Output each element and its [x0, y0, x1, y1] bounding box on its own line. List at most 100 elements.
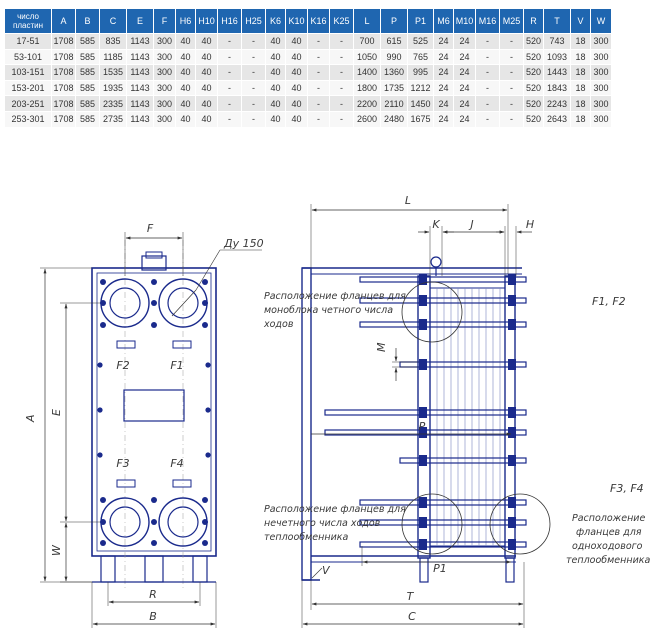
table-cell: -	[329, 33, 354, 50]
table-cell: -	[241, 110, 266, 128]
table-cell: 1143	[126, 33, 154, 50]
note-odd-line-3: теплообменника	[264, 532, 348, 543]
table-cell: 1535	[99, 64, 127, 81]
table-cell: 1708	[51, 64, 76, 81]
table-cell: 585	[75, 95, 100, 112]
col-header-b: B	[75, 8, 100, 34]
table-cell: 40	[195, 48, 218, 66]
table-cell: 2735	[99, 110, 127, 128]
table-cell: 1708	[51, 33, 76, 50]
note-odd-line-2: нечетного числа ходов	[264, 518, 381, 529]
note-single: Расположение фланцев для одноходового те…	[566, 513, 650, 566]
note-single-line-4: теплообменника	[566, 555, 650, 566]
front-view: F Ду 150 A E W R B F2 F1 F3 F4	[24, 222, 264, 628]
dim-k-label: K	[432, 218, 440, 231]
dim-a-label: A	[24, 414, 37, 423]
dim-du-label: Ду 150	[223, 237, 264, 250]
col-header-v: V	[570, 8, 591, 34]
table-cell: 1143	[126, 79, 154, 97]
note-single-line-1: Расположение	[572, 513, 645, 524]
note-even-line-3: ходов	[263, 319, 294, 330]
table-cell: 1843	[543, 79, 571, 97]
table-cell: 300	[153, 48, 176, 66]
table-cell: 40	[175, 95, 196, 112]
col-header-plates: число пластин	[4, 8, 52, 34]
table-cell: -	[241, 33, 266, 50]
col-header-m10: M10	[453, 8, 476, 34]
table-cell: -	[499, 110, 524, 128]
dim-p-label: P	[419, 420, 426, 433]
table-cell: 1400	[353, 64, 381, 81]
dim-h-label: H	[526, 218, 534, 231]
table-cell: 40	[285, 64, 308, 81]
dim-r-label: R	[149, 588, 157, 601]
label-f1: F1	[170, 359, 183, 372]
col-header-p1: P1	[407, 8, 434, 34]
table-cell: 2335	[99, 95, 127, 112]
table-cell: 103-151	[4, 64, 52, 81]
table-cell: 300	[590, 33, 612, 50]
front-frame-inner	[96, 272, 212, 552]
col-header-l: L	[353, 8, 381, 34]
col-header-m25: M25	[499, 8, 524, 34]
label-f1-f2: F1, F2	[592, 295, 626, 308]
table-cell: 585	[75, 48, 100, 66]
col-header-c: C	[99, 8, 127, 34]
table-cell: 743	[543, 33, 571, 50]
table-cell: 1143	[126, 110, 154, 128]
table-cell: 40	[265, 64, 286, 81]
table-cell: 40	[195, 33, 218, 50]
dim-t-label: T	[407, 590, 415, 603]
table-cell: 585	[75, 33, 100, 50]
table-cell: 525	[407, 33, 434, 50]
table-cell: 40	[265, 79, 286, 97]
col-header-w: W	[590, 8, 612, 34]
table-cell: -	[307, 79, 330, 97]
table-cell: 24	[433, 110, 454, 128]
table-cell: 24	[433, 79, 454, 97]
table-cell: 300	[590, 95, 612, 112]
table-cell: 24	[453, 48, 476, 66]
table-cell: 40	[175, 48, 196, 66]
table-cell: -	[475, 64, 500, 81]
note-single-line-2: фланцев для	[576, 527, 642, 538]
table-cell: -	[217, 79, 242, 97]
table-cell: -	[329, 110, 354, 128]
side-view: L K J H M P P1 V	[263, 194, 650, 628]
note-odd-line-1: Расположение фланцев для	[264, 504, 406, 515]
plate-pack	[429, 287, 506, 547]
table-cell: 1708	[51, 79, 76, 97]
table-cell: 40	[195, 110, 218, 128]
table-cell: 1735	[380, 79, 408, 97]
table-cell: 2480	[380, 110, 408, 128]
table-cell: 203-251	[4, 95, 52, 112]
col-header-k16: K16	[307, 8, 330, 34]
table-cell: 615	[380, 33, 408, 50]
table-cell: 1143	[126, 95, 154, 112]
dim-m-label: M	[375, 342, 388, 352]
table-cell: 1050	[353, 48, 381, 66]
col-header-m16: M16	[475, 8, 500, 34]
table-cell: -	[475, 48, 500, 66]
note-even-line-2: моноблока четного числа	[264, 305, 393, 316]
col-header-e: E	[126, 8, 154, 34]
table-cell: 253-301	[4, 110, 52, 128]
label-f4: F4	[170, 457, 183, 470]
table-cell: -	[241, 79, 266, 97]
table-cell: 40	[265, 48, 286, 66]
table-cell: 300	[590, 79, 612, 97]
dim-b-label: B	[149, 610, 157, 623]
table-cell: 40	[285, 48, 308, 66]
dim-f-label: F	[147, 222, 154, 235]
note-odd: Расположение фланцев для нечетного числа…	[264, 504, 409, 543]
table-cell: 300	[153, 95, 176, 112]
table-cell: -	[499, 95, 524, 112]
nameplate	[123, 389, 185, 422]
